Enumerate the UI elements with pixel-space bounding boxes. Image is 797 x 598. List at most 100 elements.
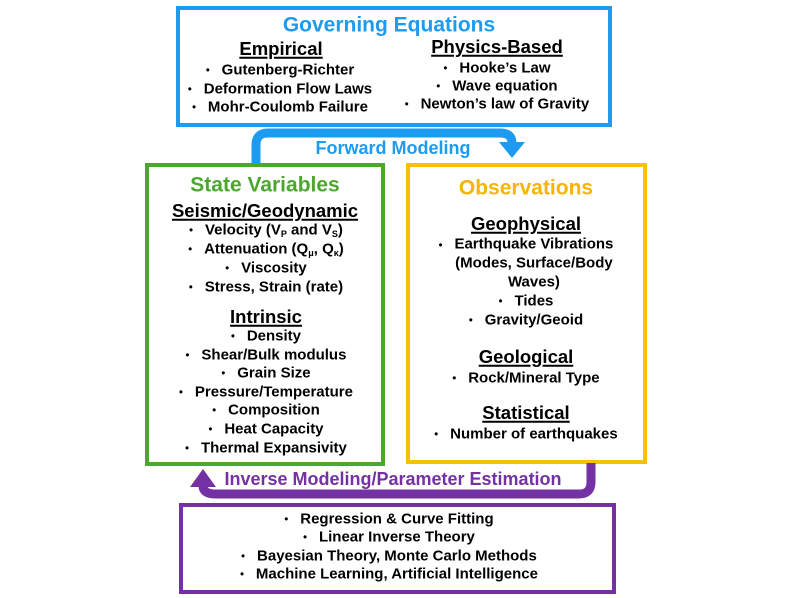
list-item-label: , Q: [313, 240, 334, 258]
seismic-geodynamic-heading: Seismic/Geodynamic: [171, 199, 359, 221]
list-item: • Rock/Mineral Type: [452, 371, 599, 386]
list-item-label: Heat Capacity: [224, 420, 324, 438]
list-item: •Attenuation (Qμ, Qκ): [188, 240, 344, 259]
bullet: •: [443, 62, 448, 75]
label-line: (Modes, Surface/Body: [455, 254, 613, 272]
list-item: •Thermal Expansivity: [185, 441, 347, 456]
bullet: •: [230, 330, 235, 343]
list-item-label: Tides: [514, 292, 554, 310]
bullet: •: [303, 531, 307, 544]
list-item: •Deformation Flow Laws: [188, 82, 372, 97]
list-item-label: Gutenberg-Richter: [221, 61, 355, 79]
bullet: •: [212, 404, 217, 417]
observations-title: Observations: [458, 176, 594, 200]
list-item-label: Hooke’s Law: [459, 59, 551, 77]
bullet: •: [436, 80, 441, 93]
list-item-label: Velocity (V: [204, 221, 281, 239]
bullet: •: [185, 349, 190, 362]
list-item: • Gutenberg-Richter: [206, 63, 354, 78]
list-item: • Stress, Strain (rate): [189, 280, 343, 295]
list-item-label: Bayesian Theory, Monte Carlo Methods: [257, 547, 537, 565]
forward-modeling-label: Forward Modeling: [315, 138, 471, 158]
list-item: • Bayesian Theory, Monte Carlo Methods: [241, 549, 537, 564]
list-item-label: Thermal Expansivity: [200, 439, 347, 457]
inverse-methods-box: [179, 503, 616, 594]
list-item-label: and V: [286, 221, 332, 239]
list-item-label: Linear Inverse Theory: [318, 528, 475, 546]
subscript: μ: [308, 248, 314, 259]
label-line: Waves): [507, 273, 560, 291]
inverse-modeling-label: Inverse Modeling/Parameter Estimation: [224, 469, 562, 489]
list-item-label: Regression & Curve Fitting: [300, 510, 494, 528]
list-item: • Regression & Curve Fitting: [284, 512, 493, 527]
list-item: •Density: [231, 329, 301, 344]
state-variables-title: State Variables: [190, 173, 340, 197]
geophysical-heading: Geophysical: [470, 212, 582, 234]
bullet: •: [434, 428, 439, 441]
list-item-label: Grain Size: [237, 364, 311, 382]
list-item: • Mohr-Coulomb Failure: [192, 100, 368, 115]
bullet: •: [284, 513, 289, 526]
list-item-label: ): [338, 240, 344, 258]
bullet: •: [208, 423, 213, 436]
list-item: •Newton’s law of Gravity: [405, 97, 590, 112]
list-item-label: Attenuation (Q: [204, 240, 309, 258]
state-variables-box: [145, 163, 385, 466]
governing-equations-box: [176, 6, 612, 127]
list-item-label: Rock/Mineral Type: [468, 369, 600, 387]
forward-modeling-arrowhead: [499, 142, 525, 158]
list-item: • Machine Learning, Artificial Intelligen…: [240, 567, 538, 582]
list-item-label: ): [337, 221, 343, 239]
bullet: •: [241, 550, 246, 563]
bullet: •: [438, 239, 443, 252]
list-item: • Grain Size: [221, 366, 310, 381]
bullet: •: [187, 83, 192, 96]
geological-heading: Geological: [478, 345, 574, 367]
list-item-label: Composition: [228, 401, 320, 419]
inverse-modeling-arrowhead: [190, 469, 216, 487]
list-item-label: Mohr-Coulomb Failure: [207, 98, 368, 116]
inverse-modeling-arrow-shaft: [198, 463, 596, 499]
list-item: • Tides: [499, 294, 554, 309]
list-item: • Linear Inverse Theory: [303, 530, 475, 545]
intrinsic-heading: Intrinsic: [230, 305, 302, 327]
list-item: • Gravity/Geoid: [469, 313, 583, 328]
subscript: P: [280, 229, 287, 240]
list-item: •Pressure/Temperature: [179, 385, 353, 400]
list-item-label: Gravity/Geoid: [484, 311, 584, 329]
multiline-label: Earthquake Vibrations (Modes, Surface/Bo…: [454, 235, 613, 292]
list-item: • Wave equation: [436, 79, 557, 94]
list-item-label: Number of earthquakes: [450, 425, 618, 443]
empirical-heading: Empirical: [239, 37, 323, 59]
bullet: •: [189, 224, 193, 237]
governing-equations-title: Governing Equations: [282, 13, 496, 37]
bullet: •: [452, 372, 457, 385]
list-item: • Composition: [212, 403, 320, 418]
bullet: •: [192, 101, 196, 114]
bullet: •: [404, 98, 409, 111]
bullet: •: [240, 568, 244, 581]
bullet: •: [498, 295, 503, 308]
list-item: • Velocity (VP and VS): [189, 221, 343, 240]
bullet: •: [225, 262, 230, 275]
forward-modeling-arrow-shaft: [251, 128, 517, 164]
bullet: •: [221, 367, 226, 380]
list-item-label: Stress, Strain (rate): [204, 278, 344, 296]
list-item-label: Pressure/Temperature: [194, 383, 353, 401]
bullet: •: [205, 64, 210, 77]
list-item: • Earthquake Vibrations (Modes, Surface/…: [439, 235, 614, 292]
observations-box: [406, 163, 647, 464]
list-item-label: Shear/Bulk modulus: [201, 346, 347, 364]
subscript: S: [331, 229, 338, 240]
list-item-label: Wave equation: [452, 77, 558, 95]
physics-based-heading: Physics-Based: [431, 35, 563, 57]
label-line: Earthquake Vibrations: [454, 235, 614, 253]
list-item-label: Machine Learning, Artificial Intelligenc…: [255, 565, 538, 583]
list-item: • Shear/Bulk modulus: [186, 348, 347, 363]
bullet: •: [188, 243, 193, 256]
list-item: • Viscosity: [225, 261, 306, 276]
bullet: •: [468, 314, 473, 327]
bullet: •: [188, 281, 193, 294]
list-item-label: Viscosity: [241, 259, 307, 277]
